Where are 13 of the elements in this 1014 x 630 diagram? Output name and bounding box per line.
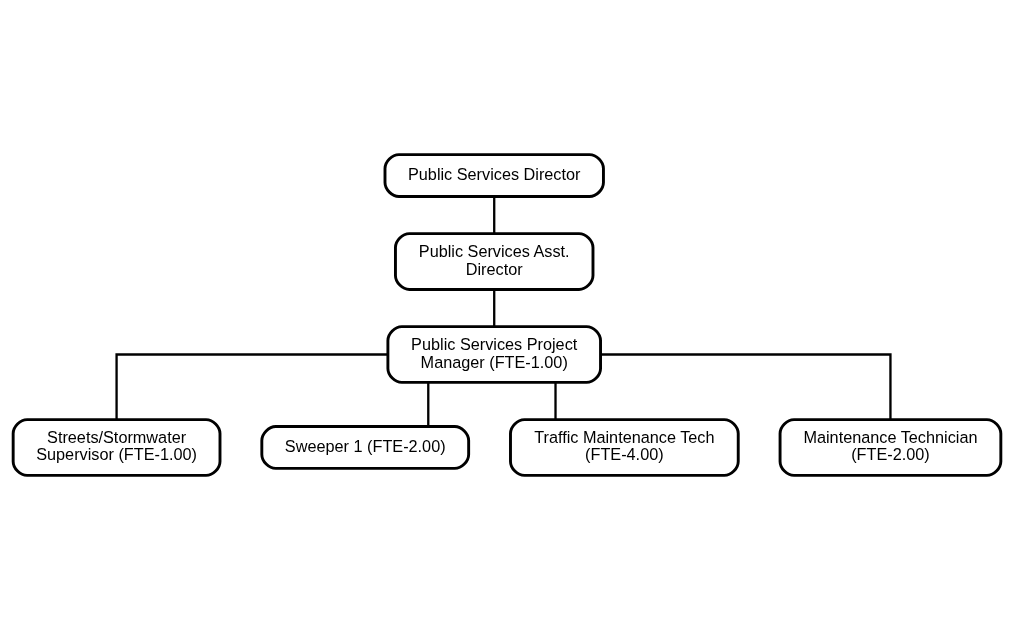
connector — [493, 289, 496, 327]
node-box: Streets/Stormwater Supervisor (FTE-1.00) — [11, 418, 222, 477]
connector — [115, 353, 388, 420]
node-box: Public Services Director — [383, 153, 605, 198]
connector — [427, 382, 430, 427]
node-box: Sweeper 1 (FTE-2.00) — [260, 425, 471, 470]
connector — [554, 382, 557, 420]
node-box: Traffic Maintenance Tech (FTE-4.00) — [509, 418, 740, 477]
node-box: Public Services Asst. Director — [394, 232, 595, 291]
node-box: Public Services Project Manager (FTE-1.00) — [386, 325, 602, 384]
connector — [600, 353, 892, 420]
connector — [493, 196, 496, 234]
node-box: Maintenance Technician (FTE-2.00) — [778, 418, 1003, 477]
